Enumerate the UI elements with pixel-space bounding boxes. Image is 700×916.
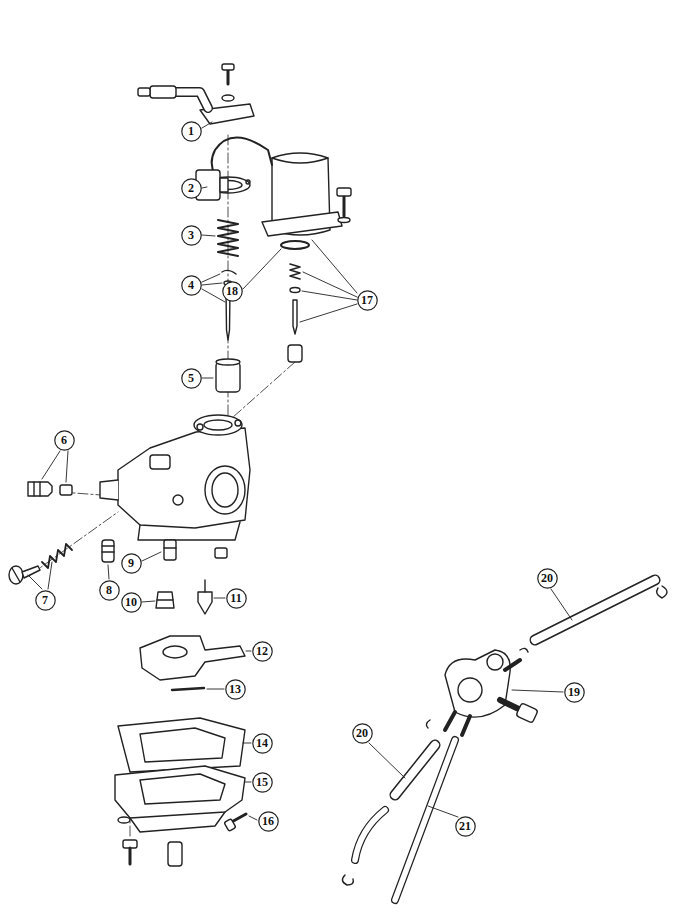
callout-label: 2 [188, 182, 194, 194]
callout-number: 15 [252, 772, 273, 793]
callout-number: 4 [181, 275, 202, 296]
callout-label: 18 [226, 285, 238, 297]
callout-label: 20 [356, 727, 368, 739]
callout-number: 14 [252, 733, 273, 754]
jet-needle [222, 270, 236, 340]
callout-number: 8 [99, 580, 120, 601]
callout-label: 7 [42, 594, 48, 606]
float-needle [198, 580, 212, 614]
callout-label: 21 [459, 820, 471, 832]
drain-screw [224, 814, 246, 831]
callout-number: 5 [181, 368, 202, 389]
callout-label: 19 [568, 686, 580, 698]
callout-number: 18 [222, 281, 243, 302]
auto-choke [196, 138, 351, 237]
float-bowl [115, 766, 245, 832]
bowl-gasket [118, 718, 245, 772]
callout-label: 9 [128, 557, 134, 569]
callout-number: 11 [226, 588, 247, 609]
float-pin [172, 688, 204, 690]
callout-label: 17 [361, 294, 373, 306]
callout-label: 8 [106, 584, 112, 596]
choke-plunger [288, 264, 302, 362]
float [140, 636, 245, 680]
callout-label: 20 [541, 572, 553, 584]
callout-number: 3 [181, 225, 202, 246]
callout-label: 11 [230, 592, 241, 604]
adjusting-screw [28, 482, 72, 496]
o-ring [281, 241, 309, 249]
callout-number: 12 [252, 641, 273, 662]
carburetor-body [100, 415, 250, 540]
callout-number: 9 [121, 553, 142, 574]
callout-number: 21 [455, 816, 476, 837]
callout-number: 6 [54, 430, 75, 451]
throttle-slide [216, 359, 240, 392]
callout-label: 13 [229, 683, 241, 695]
callout-number: 17 [357, 290, 378, 311]
callout-number: 10 [121, 592, 142, 613]
callout-label: 3 [188, 229, 194, 241]
fuel-valve [426, 648, 538, 735]
callout-label: 14 [256, 737, 268, 749]
starter-jet [102, 540, 114, 562]
callout-label: 12 [256, 645, 268, 657]
bowl-screw [123, 840, 182, 866]
callout-number: 13 [225, 679, 246, 700]
center-line [30, 135, 295, 838]
callout-number: 20 [537, 568, 558, 589]
fuel-hose [342, 580, 667, 900]
callout-label: 16 [262, 815, 274, 827]
callout-number: 7 [35, 590, 56, 611]
callout-label: 6 [61, 434, 67, 446]
callout-label: 5 [188, 372, 194, 384]
callout-label: 10 [125, 596, 137, 608]
carburetor-cap [138, 64, 254, 124]
needle-jet [156, 592, 174, 608]
leader-line [28, 122, 572, 820]
callout-label: 15 [256, 776, 268, 788]
callout-number: 20 [352, 723, 373, 744]
pilot-screw [9, 544, 72, 584]
callout-number: 2 [181, 178, 202, 199]
callout-number: 16 [258, 811, 279, 832]
callout-number: 1 [181, 121, 202, 142]
callout-label: 4 [188, 279, 194, 291]
callout-number: 19 [564, 682, 585, 703]
main-jet [164, 540, 227, 560]
slide-spring [218, 220, 238, 256]
callout-label: 1 [188, 125, 194, 137]
